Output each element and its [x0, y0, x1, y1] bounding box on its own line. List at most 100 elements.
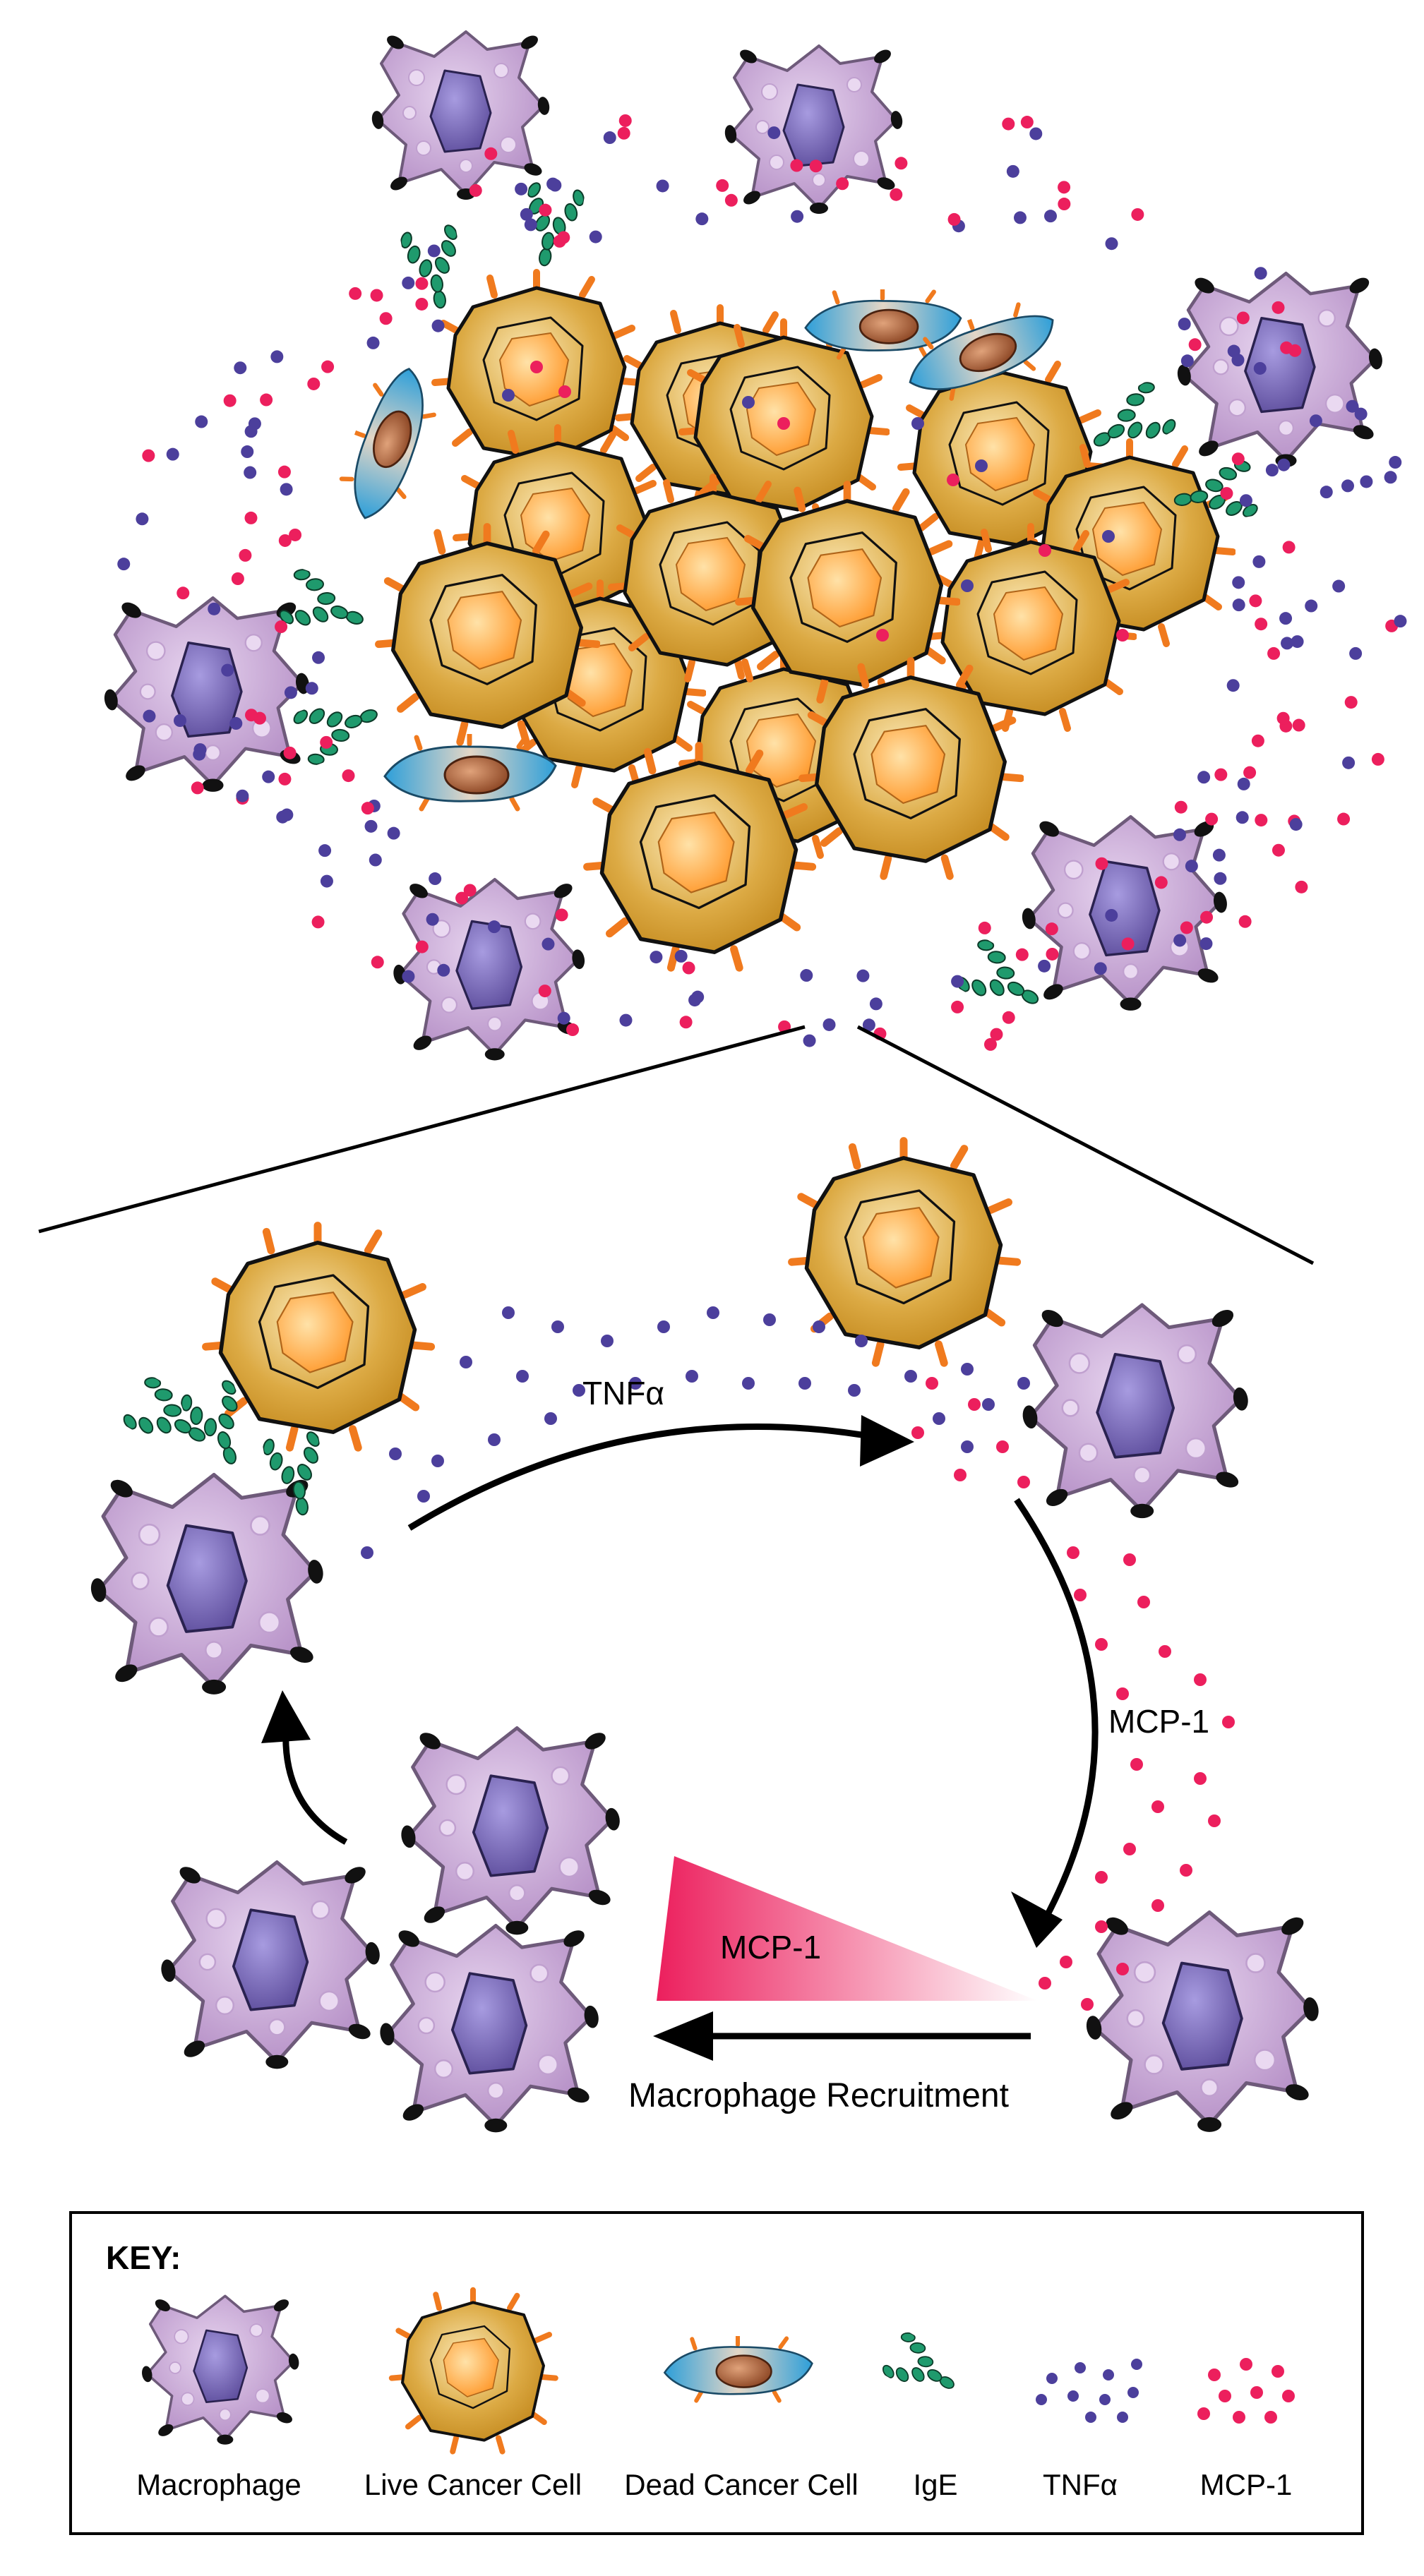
mcp1-dot [895, 157, 908, 170]
mcp1-dot [245, 709, 258, 722]
mcp1-dot [566, 1023, 580, 1037]
mcp1-dot [1058, 198, 1071, 211]
tnfa-dot [695, 212, 709, 226]
tnfa-dot [856, 969, 870, 982]
mcp1-dot [1272, 301, 1285, 314]
tnfa-dot [221, 663, 234, 677]
mcp1-dot [1197, 2407, 1210, 2420]
mcp1-dot [724, 193, 738, 207]
macrophage [400, 1728, 621, 1934]
zoom-line-right [856, 1025, 1315, 1265]
mcp1-dot [307, 377, 321, 390]
mcp1-dot [1154, 876, 1168, 889]
macrophage [392, 879, 586, 1060]
key-label-tnfa: TNFα [1043, 2468, 1118, 2501]
tnfa-dot [229, 717, 243, 730]
mcp1-dot [1255, 814, 1268, 827]
tnfa-dot [1038, 959, 1051, 973]
mcp1-dot [1208, 1814, 1221, 1827]
mcp1-dot [1200, 910, 1214, 924]
tnfa-dot [276, 810, 289, 824]
mcp1-dot [555, 908, 568, 922]
tnfa-dot [573, 1384, 585, 1397]
mcp1-dot [379, 312, 393, 325]
tnfa-dot [143, 709, 156, 723]
tnfa-dot [1046, 2373, 1058, 2384]
mcp1-dot [223, 394, 237, 407]
mcp1-dot [876, 629, 889, 642]
recruitment-label: Macrophage Recruitment [628, 2077, 1009, 2114]
tnfa-dot [1036, 2394, 1047, 2405]
mcp1-dot [278, 534, 292, 547]
mcp1-dot [1272, 843, 1285, 857]
mcp1-dot [1282, 2390, 1295, 2402]
mcp1-dot [1074, 1589, 1087, 1601]
mcp1-dot [1060, 1956, 1072, 1968]
tnfa-dot [1103, 2369, 1114, 2381]
mcp1-dot [530, 361, 543, 373]
mcp1-dot [1280, 341, 1293, 354]
tnfa-dot [427, 244, 441, 258]
mcp1-dot [1240, 2358, 1252, 2371]
tnfa-dot [515, 182, 528, 195]
ige [119, 1373, 220, 1464]
mcp1-dot [1238, 915, 1252, 928]
tnfa-dot [1197, 771, 1211, 784]
tnfa-dot [1389, 456, 1402, 469]
tnfa-dot [1099, 2394, 1111, 2405]
tnfa-dot [1320, 486, 1333, 499]
tnfa-dot [589, 230, 602, 243]
tnfa-arrowhead [860, 1415, 914, 1467]
mcp1-dot [558, 385, 571, 398]
mcp1-dot [244, 511, 258, 524]
mcp1-dot [1219, 2390, 1231, 2402]
tnfa-dot [284, 686, 297, 699]
mcp1-dot [1045, 922, 1058, 936]
mcp1-dot [1067, 1546, 1079, 1559]
tnfa-dot [1291, 635, 1304, 649]
macrophage [1021, 1305, 1250, 1518]
mcp1-dot [538, 985, 551, 998]
mcp1-dot [1272, 2365, 1284, 2378]
mcp1-dot [1039, 544, 1051, 557]
mcp1-dot [1267, 646, 1281, 660]
tnfa-dot [800, 969, 813, 982]
tnfa-label: TNFα [582, 1375, 664, 1412]
mcp1-dot [1251, 734, 1264, 747]
macrophage [160, 1862, 381, 2069]
tnfa-dot [1342, 756, 1356, 769]
key-label-dead-cancer-cell: Dead Cancer Cell [624, 2468, 858, 2501]
tnfa-dot [791, 210, 804, 223]
tnfa-dot [1173, 828, 1186, 841]
tnfa-dot [546, 177, 560, 191]
mcp1-dot [777, 417, 790, 430]
tnfa-dot [1239, 494, 1252, 507]
mcp1-dot [1344, 696, 1358, 709]
mcp1-dot [1130, 1758, 1143, 1771]
key-mcp1-icon [1197, 2358, 1295, 2424]
tnfa-dot [1277, 458, 1291, 471]
tnfa-dot [1235, 811, 1249, 824]
mcp1-dot [463, 884, 477, 897]
mcp1-arrow [1014, 1498, 1099, 1922]
mcp1-dot [1188, 338, 1202, 351]
mcp1-dot [1020, 116, 1034, 129]
mcp1-dot [968, 1398, 981, 1411]
mcp1-dot [289, 528, 302, 541]
mcp1-dot [1233, 2411, 1245, 2424]
tnfa-dot [136, 512, 149, 526]
return-arrowhead [261, 1690, 311, 1743]
tnfa-dot [1085, 2412, 1096, 2423]
tnfa-dot [366, 336, 380, 349]
tnfa-dot [280, 483, 293, 496]
tnfa-dot [657, 1320, 670, 1333]
tnfa-dot [1281, 637, 1294, 650]
tnfa-dot [961, 579, 974, 592]
mcp1-dot [1255, 618, 1268, 631]
tnfa-dot [1394, 615, 1407, 628]
tnfa-dot [798, 1377, 811, 1390]
mcp1-dot [455, 891, 469, 905]
tnfa-dot [855, 1335, 868, 1347]
mcp1-dot [1180, 1864, 1192, 1877]
tnfa-dot [195, 415, 208, 428]
